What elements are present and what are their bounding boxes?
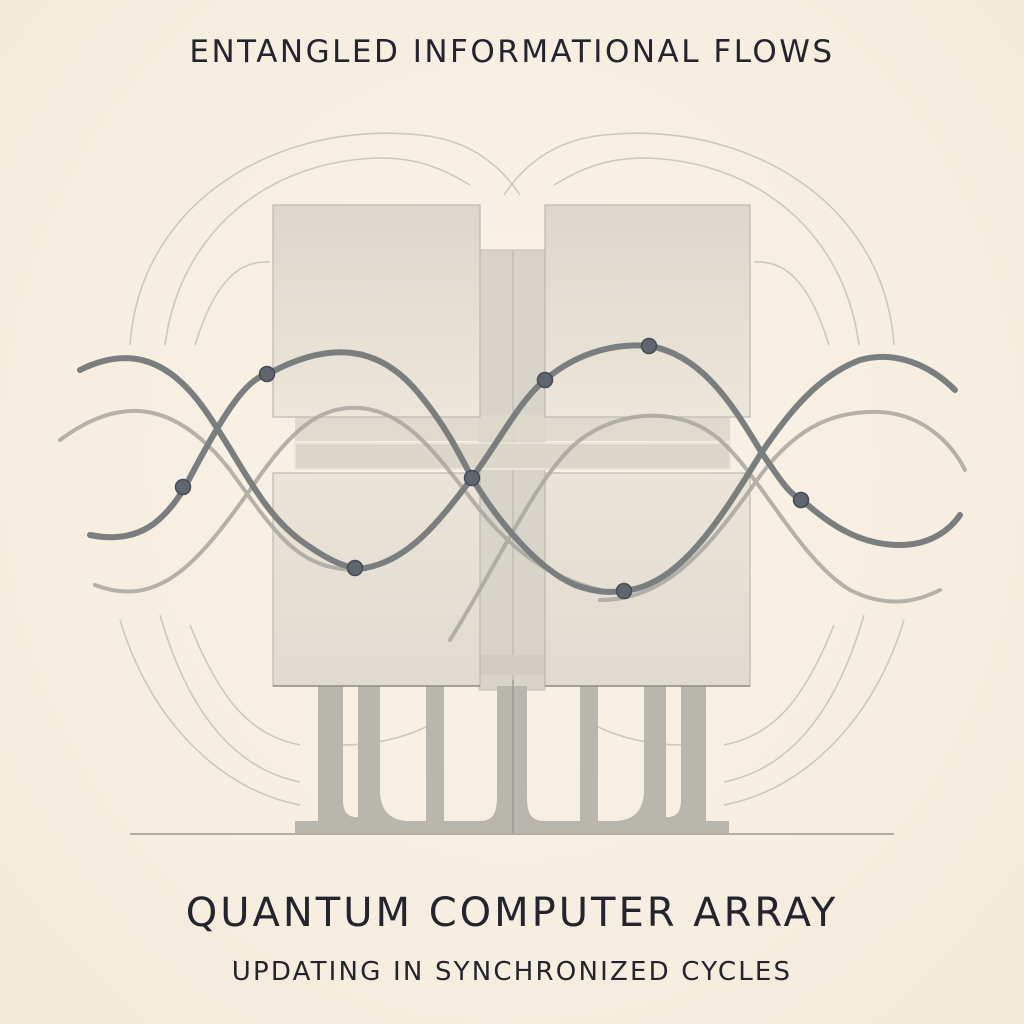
secondary-waves [58,405,967,642]
support-base [295,680,729,833]
qubit-node [536,371,554,389]
qubit-nodes [174,337,810,600]
field-lines [119,132,905,806]
subtitle: UPDATING IN SYNCHRONIZED CYCLES [231,957,793,987]
header-title: ENTANGLED INFORMATIONAL FLOWS [189,34,835,70]
module-bottom-right [544,472,751,687]
qubit-node [792,491,810,509]
module-panels [272,204,751,687]
qubit-node [258,365,276,383]
module-top-left [272,204,481,418]
qubit-node [346,559,364,577]
qubit-node [463,469,481,487]
main-title: QUANTUM COMPUTER ARRAY [185,890,839,936]
qubit-node [640,337,658,355]
rails [294,415,731,470]
qubit-node [615,582,633,600]
qubit-node [174,478,192,496]
